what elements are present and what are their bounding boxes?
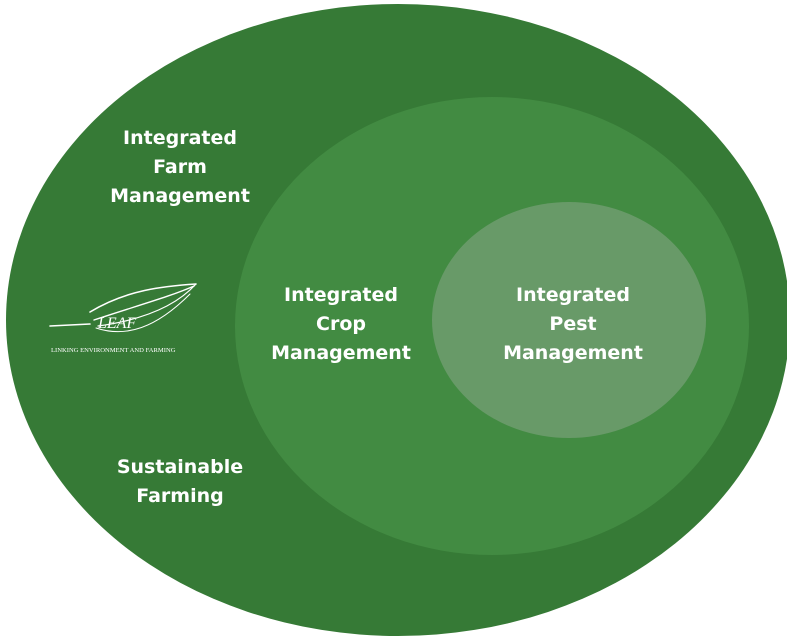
label-sustainable-farming: Sustainable Farming xyxy=(116,456,244,507)
logo-wordmark: LEAF xyxy=(97,315,136,332)
label-integrated-farm-management: Integrated Farm Management xyxy=(110,127,250,207)
leaf-icon xyxy=(49,283,197,333)
label-integrated-pest-management: Integrated Pest Management xyxy=(503,284,643,364)
leaf-logo: LEAF LINKING ENVIRONMENT AND FARMING xyxy=(49,283,197,354)
logo-tagline: LINKING ENVIRONMENT AND FARMING xyxy=(51,347,176,354)
label-integrated-crop-management: Integrated Crop Management xyxy=(271,284,411,364)
inner-ellipse-pest-management xyxy=(432,202,706,438)
